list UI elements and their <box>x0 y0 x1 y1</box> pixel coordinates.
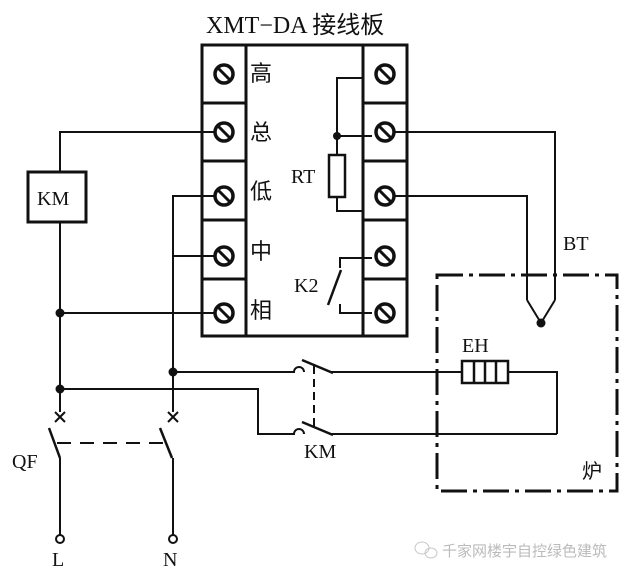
watermark: 千家网楼宇自控绿色建筑 <box>414 541 607 560</box>
relay-contact-label: K2 <box>294 275 318 297</box>
junction-dot <box>55 384 65 394</box>
terminal-label-low: 低 <box>250 180 272 205</box>
terminal-label-middle: 中 <box>250 240 272 265</box>
terminal-screw-right-1 <box>374 63 396 85</box>
junction-dot <box>55 308 65 318</box>
wechat-icon <box>414 541 438 559</box>
watermark-text: 千家网楼宇自控绿色建筑 <box>442 542 607 560</box>
furnace-label: 炉 <box>582 459 602 483</box>
terminal-screw-left-5 <box>213 302 235 324</box>
terminal-screw-right-4 <box>374 245 396 267</box>
terminal-screws <box>213 63 396 324</box>
breaker-label: QF <box>12 451 38 473</box>
rt-resistor <box>327 77 372 212</box>
terminal-label-high: 高 <box>250 62 272 87</box>
k2-contact <box>326 257 372 314</box>
terminal-screw-left-1 <box>213 63 235 85</box>
breaker-qf <box>47 411 179 459</box>
diagram-title: XMT−DA 接线板 <box>206 12 384 39</box>
terminal-label-phase: 相 <box>250 299 272 324</box>
km-main-contacts <box>293 358 334 437</box>
furnace-boundary <box>435 273 619 493</box>
line-label: L <box>52 549 64 571</box>
heater-label: EH <box>462 335 489 357</box>
thermocouple-label: BT <box>563 233 589 255</box>
contactor-label: KM <box>304 441 336 463</box>
km-coil <box>26 170 88 224</box>
junction-dot <box>333 132 341 140</box>
external-wiring <box>59 131 558 535</box>
neutral-terminal <box>168 534 178 544</box>
terminal-screw-left-4 <box>213 245 235 267</box>
neutral-label: N <box>163 549 177 571</box>
junction-dot <box>168 367 178 377</box>
thermocouple-junction <box>536 318 546 328</box>
heater-eh <box>460 359 510 385</box>
terminal-board <box>200 43 409 338</box>
coil-label: KM <box>37 188 69 210</box>
terminal-screw-left-3 <box>213 185 235 207</box>
terminal-screw-right-2 <box>374 121 396 143</box>
terminal-label-common: 总 <box>250 121 272 146</box>
terminal-screw-right-3 <box>374 185 396 207</box>
terminal-screw-right-5 <box>374 302 396 324</box>
line-terminal <box>55 534 65 544</box>
resistor-label: RT <box>291 166 315 188</box>
terminal-screw-left-2 <box>213 121 235 143</box>
